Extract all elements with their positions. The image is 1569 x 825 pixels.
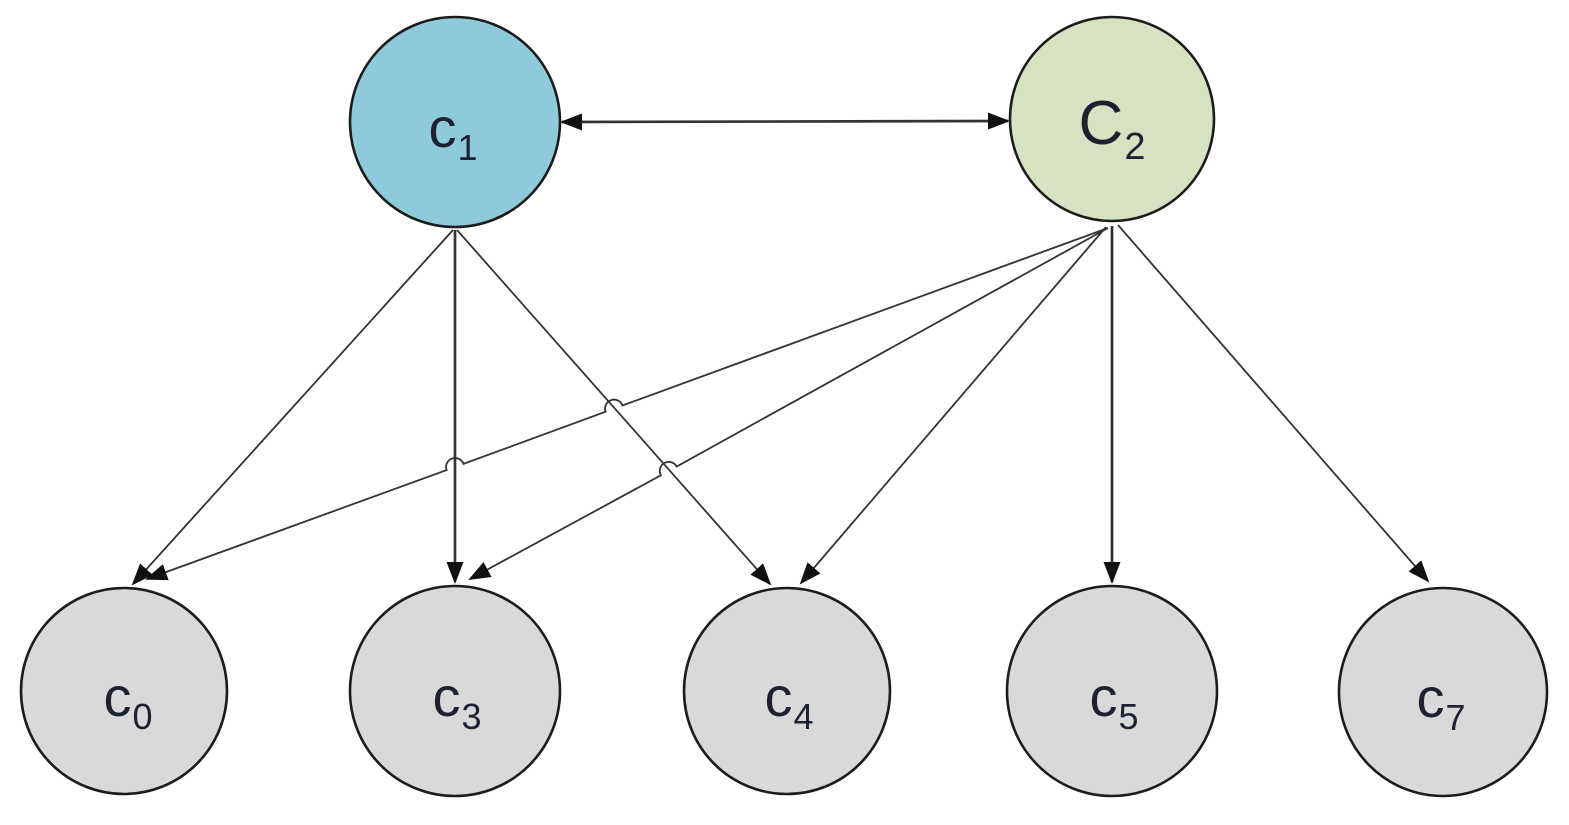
node-c0-label: c0 [103, 669, 152, 735]
node-c0-label-base: c [103, 665, 132, 728]
node-c4-label-base: c [764, 665, 793, 728]
edge-c1-c0 [131, 229, 454, 586]
node-c1-label-sub: 1 [457, 127, 478, 168]
node-c2-label-sub: 2 [1124, 126, 1146, 168]
node-c1-label-base: c [428, 96, 457, 159]
node-c4-label-sub: 4 [793, 696, 814, 737]
node-c3-label-sub: 3 [461, 696, 482, 737]
edge-c2-c0 [145, 227, 1109, 581]
node-c2-circle [1008, 15, 1216, 223]
node-c7-circle [1337, 586, 1549, 798]
node-c4-label: c4 [764, 669, 813, 735]
node-c7-label-base: c [1416, 666, 1445, 729]
node-c5-label-base: c [1089, 665, 1118, 728]
node-c2-label-base: C [1078, 89, 1124, 158]
node-c0-circle [19, 586, 229, 796]
edge-c2-c3 [468, 227, 1109, 580]
node-c0-label-sub: 0 [132, 696, 153, 737]
node-c4-circle [682, 586, 892, 796]
node-c7-label-sub: 7 [1445, 697, 1466, 738]
edge-layer [131, 112, 1430, 586]
node-c7-label: c7 [1416, 670, 1465, 736]
node-c3-label-base: c [432, 665, 461, 728]
edge-c2-c4 [799, 226, 1107, 585]
edge-c1-c2-bidirectional [560, 112, 1010, 131]
node-c2-label: C2 [1079, 93, 1146, 167]
edge-c1-c4 [456, 229, 772, 586]
edge-c2-c7 [1117, 224, 1430, 583]
node-c5-circle [1005, 584, 1219, 798]
node-c5-label-sub: 5 [1118, 696, 1139, 737]
node-c5-label: c5 [1089, 669, 1138, 735]
node-c3-circle [348, 584, 562, 798]
node-c3-label: c3 [432, 669, 481, 735]
node-layer [19, 15, 1549, 798]
node-c1-label: c1 [428, 100, 477, 166]
node-c1-circle [348, 15, 562, 229]
